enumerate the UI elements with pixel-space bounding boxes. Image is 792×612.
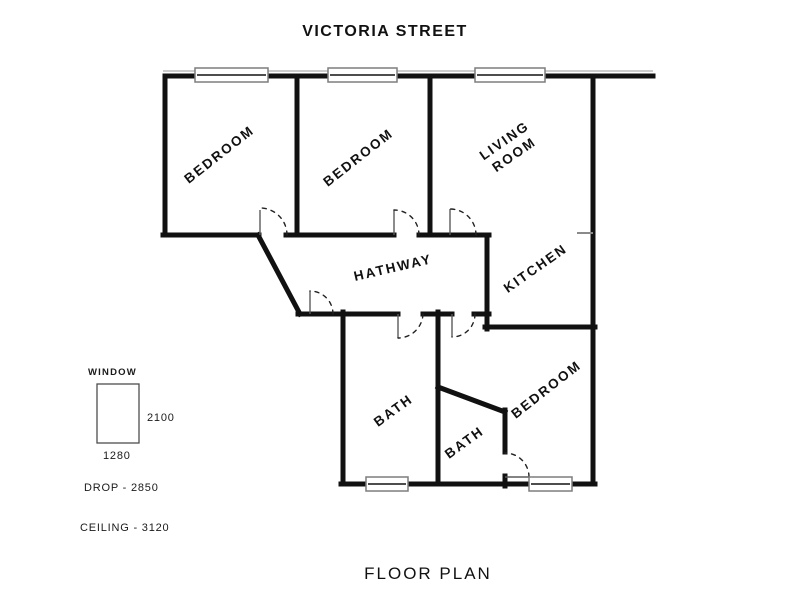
window-symbol-bedroom1 <box>194 67 269 83</box>
legend-window-height: 2100 <box>147 412 175 424</box>
window-symbol-bath1 <box>365 476 409 492</box>
legend-drop: DROP - 2850 <box>84 482 159 494</box>
legend-window-rect <box>96 383 140 444</box>
door-arc-bedroom3 <box>451 313 476 338</box>
window-symbol-living-room <box>474 67 546 83</box>
door-leaves <box>259 209 529 478</box>
door-arc-bedroom1 <box>259 207 288 236</box>
room-label-living-room: LIVING ROOM <box>477 118 539 175</box>
door-arc-bath1 <box>397 313 424 339</box>
legend-window-width: 1280 <box>103 450 131 462</box>
door-arc-bedroom2 <box>393 209 420 236</box>
room-label-hallway: HATHWAY <box>352 251 433 284</box>
window-symbols <box>194 67 573 492</box>
legend-ceiling: CEILING - 3120 <box>80 522 169 534</box>
window-symbol-bedroom2 <box>327 67 398 83</box>
room-label-bath1: BATH <box>371 391 416 429</box>
legend-window-label: WINDOW <box>88 367 137 378</box>
room-label-kitchen: KITCHEN <box>501 241 570 296</box>
page-title: VICTORIA STREET <box>302 23 468 40</box>
door-arc-entry <box>309 290 334 315</box>
door-arc-living-room <box>449 208 477 236</box>
door-swing-arcs <box>259 207 530 478</box>
walls <box>160 73 656 489</box>
room-label-bath2: BATH <box>442 423 487 461</box>
room-label-bedroom1: BEDROOM <box>181 123 257 187</box>
room-label-bedroom3: BEDROOM <box>508 358 584 422</box>
room-label-bedroom2: BEDROOM <box>320 126 396 190</box>
door-arc-bath2 <box>504 452 530 478</box>
legend: WINDOW 2100 1280 DROP - 2850 CEILING - 3… <box>80 367 175 534</box>
window-symbol-bedroom3 <box>528 476 573 492</box>
plan-footer-label: FLOOR PLAN <box>364 564 492 583</box>
